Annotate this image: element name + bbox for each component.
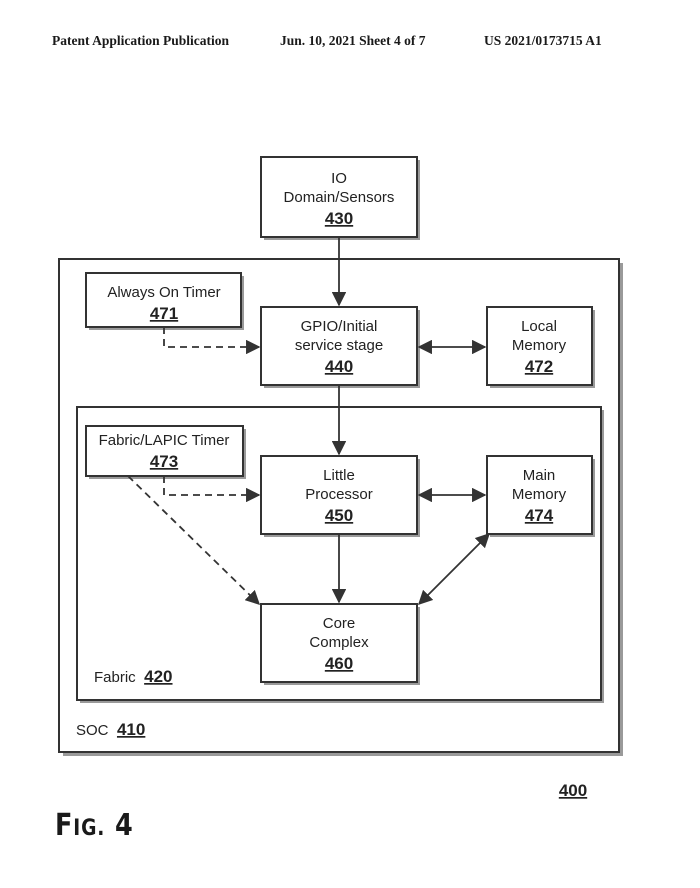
header-publication-type: Patent Application Publication [52,33,230,48]
little-processor-line2: Processor [305,486,373,503]
main-memory-line2: Memory [512,486,567,503]
io-number: 430 [325,209,353,228]
figure-label-ig: IG. [73,816,106,841]
dashed-arrow-fabric-timer-to-little-processor [163,476,261,503]
fabric-label: Fabric 420 [94,667,173,686]
fabric-timer-number: 473 [150,452,178,471]
local-memory-box: Local Memory 472 [486,306,595,388]
figure-label-number: 4 [114,808,134,843]
main-memory-line1: Main [523,467,556,484]
core-complex-line1: Core [323,615,356,632]
main-memory-number: 474 [525,506,554,525]
dashed-arrow-fabric-timer-to-core-complex [127,475,261,606]
little-processor-number: 450 [325,506,353,525]
io-line2: Domain/Sensors [284,189,395,206]
io-domain-sensors-box: IO Domain/Sensors 430 [260,156,420,240]
soc-label: SOC 410 [76,720,145,739]
always-on-line1: Always On Timer [107,284,220,301]
gpio-line1: GPIO/Initial [301,318,378,335]
core-complex-box: Core Complex 460 [260,603,420,685]
header-date-sheet: Jun. 10, 2021 Sheet 4 of 7 [280,33,426,48]
core-complex-line2: Complex [309,634,369,651]
fabric-lapic-timer-box: Fabric/LAPIC Timer 473 [85,425,246,479]
main-memory-box: Main Memory 474 [486,455,595,537]
header-patent-number: US 2021/0173715 A1 [484,33,602,48]
little-processor-box: Little Processor 450 [260,455,420,537]
figure-reference-number: 400 [559,781,587,800]
local-memory-number: 472 [525,357,553,376]
gpio-line2: service stage [295,337,383,354]
always-on-number: 471 [150,304,178,323]
figure-label: FIG. 4 [55,808,134,843]
arrow-core-complex-main-memory [417,532,491,606]
figure-label-f: F [55,808,74,843]
gpio-initial-service-box: GPIO/Initial service stage 440 [260,306,420,388]
core-complex-number: 460 [325,654,353,673]
dashed-arrow-always-on-to-gpio [163,327,261,355]
little-processor-line1: Little [323,467,355,484]
io-line1: IO [331,170,347,187]
gpio-number: 440 [325,357,353,376]
always-on-timer-box: Always On Timer 471 [85,272,244,330]
local-memory-line1: Local [521,318,557,335]
local-memory-line2: Memory [512,337,567,354]
fabric-timer-line1: Fabric/LAPIC Timer [99,432,230,449]
